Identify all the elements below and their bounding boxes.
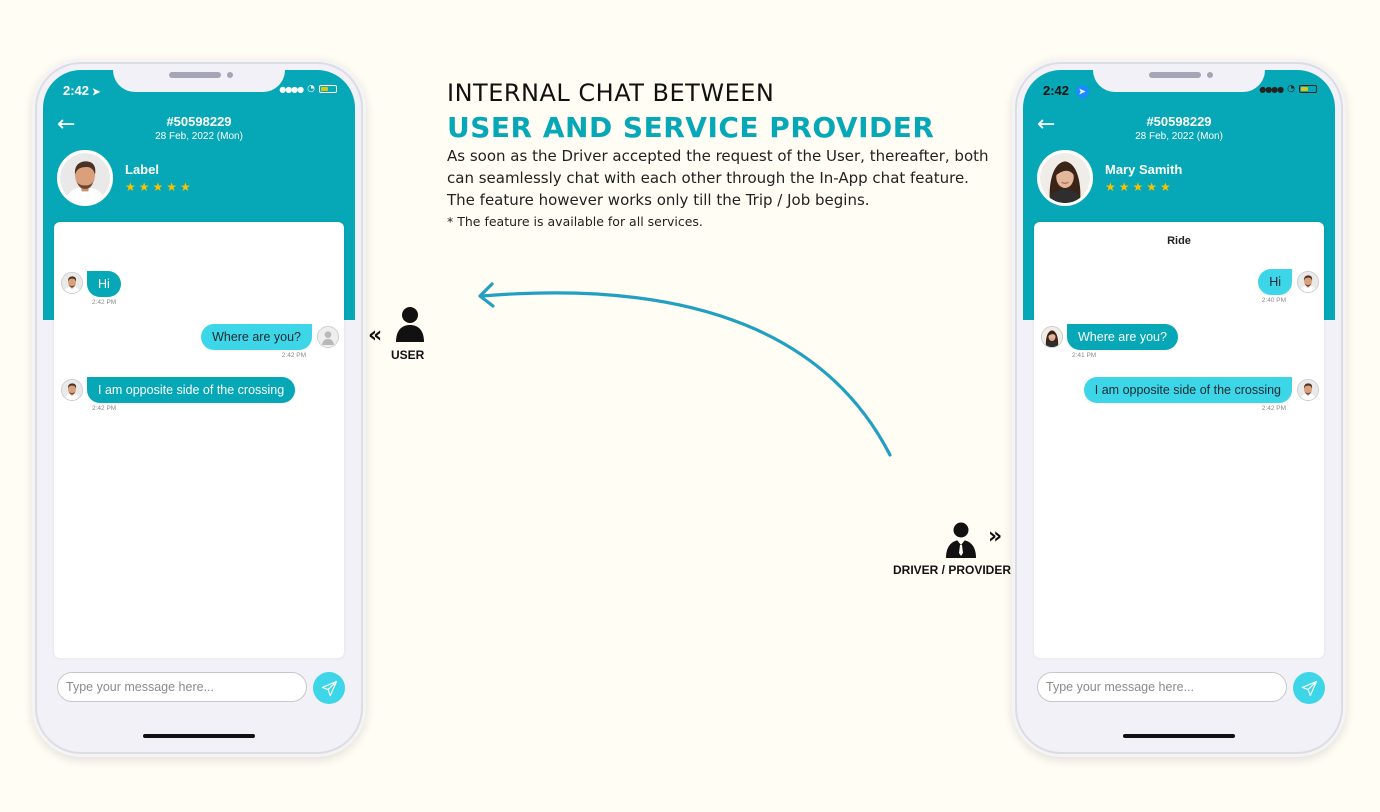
status-bar-time: 2:42 ➤	[1043, 83, 1089, 98]
message-time: 2:40 PM	[1261, 297, 1286, 304]
driver-icon	[946, 522, 976, 558]
battery-icon	[1299, 85, 1317, 93]
message-input[interactable]	[1037, 672, 1287, 702]
notch	[113, 64, 285, 92]
availability-note: * The feature is available for all servi…	[447, 214, 703, 229]
description-line: can seamlessly chat with each other thro…	[447, 169, 969, 187]
message-bubble: Hi	[1258, 269, 1292, 295]
headline-line-2: USER AND SERVICE PROVIDER	[447, 111, 935, 144]
location-arrow-icon: ➤	[1075, 85, 1089, 98]
provider-avatar	[57, 150, 113, 206]
user-role-label: USER	[391, 348, 425, 362]
signal-icon: ●●●●	[1259, 84, 1284, 94]
sender-avatar	[1297, 271, 1319, 293]
order-date: 28 Feb, 2022 (Mon)	[155, 131, 243, 142]
order-date: 28 Feb, 2022 (Mon)	[1135, 131, 1223, 142]
status-bar-icons: ●●●● ◔	[1259, 84, 1317, 94]
status-bar-time: 2:42➤	[63, 83, 101, 98]
location-arrow-icon: ➤	[92, 87, 101, 98]
message-time: 2:42 PM	[1261, 405, 1286, 412]
send-icon	[321, 680, 337, 696]
wifi-icon: ◔	[307, 84, 315, 94]
headline-line-1: INTERNAL CHAT BETWEEN	[447, 79, 775, 107]
user-icon	[396, 307, 424, 342]
double-chevron-left-icon: «	[368, 323, 383, 348]
message-bubble: Where are you?	[201, 324, 312, 350]
home-indicator	[1123, 734, 1235, 738]
send-button[interactable]	[1293, 672, 1325, 704]
back-arrow-icon[interactable]: ←	[1037, 112, 1056, 137]
sender-avatar	[61, 272, 83, 294]
message-time: 2:42 PM	[92, 405, 117, 412]
notch	[1093, 64, 1265, 92]
wifi-icon: ◔	[1287, 84, 1295, 94]
signal-icon: ●●●●	[279, 84, 304, 94]
profile-name: Mary Samith	[1105, 162, 1183, 177]
message-input[interactable]	[57, 672, 307, 702]
home-indicator	[143, 734, 255, 738]
chat-messages[interactable]: Ride Hi 2:40 PM Where are you? 2:41 PM I…	[1034, 222, 1324, 658]
provider-phone: 2:42 ➤ ●●●● ◔ ← #50598229 28 Feb, 2022 (…	[1017, 64, 1341, 752]
message-bubble: I am opposite side of the crossing	[1083, 377, 1292, 403]
star-rating-icon: ★★★★★	[125, 180, 194, 194]
sender-avatar	[1297, 379, 1319, 401]
sender-avatar	[1041, 326, 1063, 348]
message-time: 2:42 PM	[92, 299, 117, 306]
sender-avatar	[61, 379, 83, 401]
profile-name: Label	[125, 162, 159, 177]
star-rating-icon: ★★★★★	[1105, 180, 1174, 194]
message-bubble: Where are you?	[1067, 324, 1178, 350]
message-bubble: Hi	[87, 271, 121, 297]
send-icon	[1301, 680, 1317, 696]
driver-role-label: DRIVER / PROVIDER	[893, 563, 1012, 577]
sender-avatar	[317, 326, 339, 348]
user-phone: 2:42➤ ●●●● ◔ ← #50598229 28 Feb, 2022 (M…	[37, 64, 361, 752]
double-chevron-right-icon: »	[988, 524, 1003, 549]
back-arrow-icon[interactable]: ←	[57, 112, 76, 137]
description-line: As soon as the Driver accepted the reque…	[447, 147, 989, 165]
send-button[interactable]	[313, 672, 345, 704]
curved-arrow-icon	[478, 282, 892, 457]
message-bubble: I am opposite side of the crossing	[87, 377, 296, 403]
status-bar-icons: ●●●● ◔	[279, 84, 337, 94]
battery-icon	[319, 85, 337, 93]
service-type-title: Ride	[1167, 235, 1191, 247]
order-id: #50598229	[1146, 114, 1212, 129]
message-time: 2:42 PM	[281, 352, 306, 359]
chat-messages[interactable]: Hi 2:42 PM Where are you? 2:42 PM I am o…	[54, 222, 344, 658]
order-id: #50598229	[166, 114, 232, 129]
description-line: The feature however works only till the …	[447, 191, 870, 209]
message-time: 2:41 PM	[1072, 352, 1097, 359]
user-avatar	[1037, 150, 1093, 206]
